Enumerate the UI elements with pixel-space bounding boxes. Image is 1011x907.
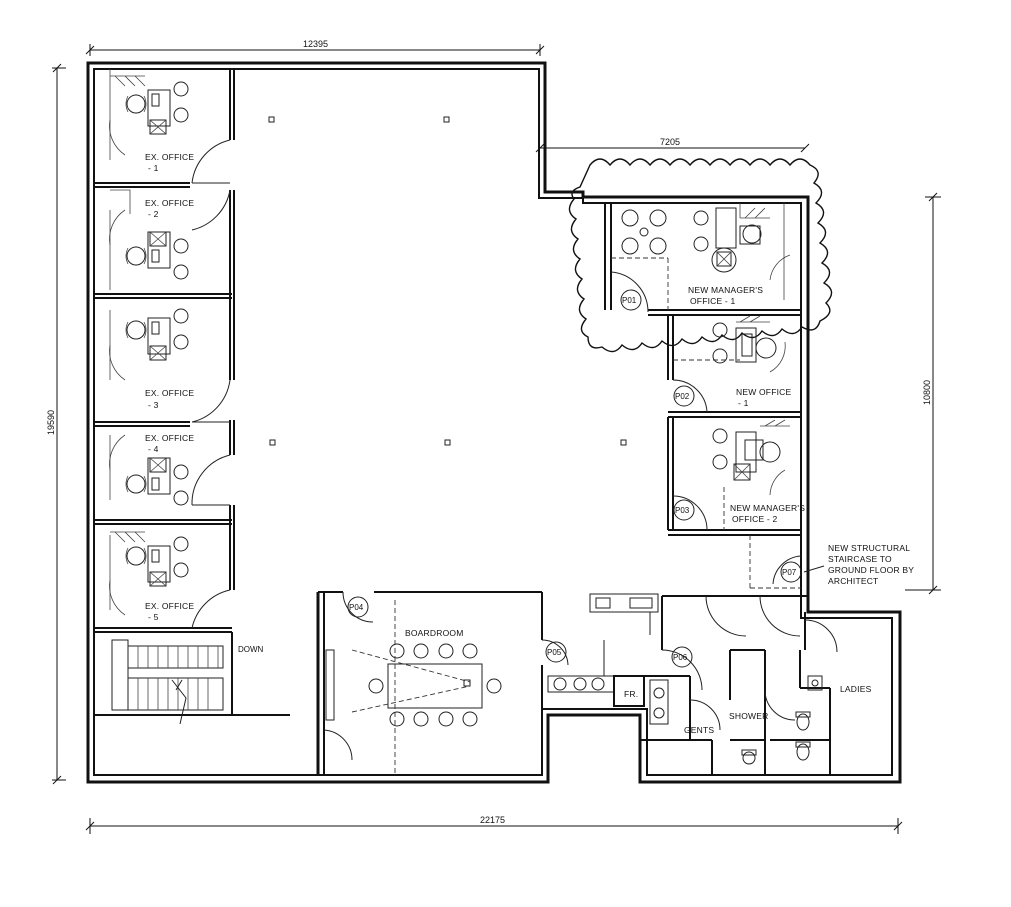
room-label-new-managers-office-2: NEW MANAGER'S OFFICE - 2 (730, 503, 805, 524)
dimension-top: 12395 (85, 39, 545, 56)
svg-text:EX. OFFICE: EX. OFFICE (145, 198, 194, 208)
room-label-ex-office-2: EX. OFFICE - 2 (145, 198, 194, 219)
svg-text:EX. OFFICE: EX. OFFICE (145, 601, 194, 611)
room-label-ex-office-5: EX. OFFICE - 5 (145, 601, 194, 622)
svg-text:P07: P07 (782, 568, 797, 577)
room-label-shower: SHOWER (729, 711, 768, 721)
toilets (640, 595, 838, 775)
door-tag-p02: P02 (673, 385, 695, 407)
ex-offices (94, 69, 235, 633)
dimension-top-label: 12395 (303, 39, 328, 49)
dimension-bottom: 22175 (85, 815, 903, 834)
door-tag-p07: P07 (780, 561, 802, 583)
svg-text:- 3: - 3 (148, 400, 159, 410)
svg-text:P01: P01 (622, 296, 637, 305)
svg-text:- 5: - 5 (148, 612, 159, 622)
svg-text:- 2: - 2 (148, 209, 159, 219)
outer-walls (86, 61, 902, 784)
room-label-fr: FR. (624, 689, 638, 699)
dimension-right: 10800 (905, 192, 941, 595)
door-tag-p01: P01 (620, 289, 642, 311)
stair-label-down: DOWN (238, 645, 264, 654)
room-label-ex-office-1: EX. OFFICE - 1 (145, 152, 194, 173)
room-label-new-managers-office-1: NEW MANAGER'S OFFICE - 1 (688, 285, 763, 306)
new-offices (604, 203, 802, 589)
structural-columns (268, 116, 627, 446)
svg-text:EX. OFFICE: EX. OFFICE (145, 152, 194, 162)
room-label-ladies: LADIES (840, 684, 872, 694)
svg-text:OFFICE - 1: OFFICE - 1 (690, 296, 736, 306)
room-label-ex-office-3: EX. OFFICE - 3 (145, 388, 194, 410)
door-tag-p05: P05 (545, 641, 567, 663)
dimension-right-label: 10800 (922, 380, 932, 405)
svg-text:OFFICE - 2: OFFICE - 2 (732, 514, 778, 524)
door-tag-p03: P03 (673, 499, 695, 521)
dimension-top-right: 7205 (535, 137, 810, 153)
svg-text:P02: P02 (675, 392, 690, 401)
room-label-ex-office-4: EX. OFFICE - 4 (145, 433, 194, 454)
svg-text:P03: P03 (675, 506, 690, 515)
svg-text:- 1: - 1 (148, 163, 159, 173)
svg-text:- 1: - 1 (738, 398, 749, 408)
dimension-top-right-label: 7205 (660, 137, 680, 147)
boardroom (316, 591, 569, 775)
room-label-boardroom: BOARDROOM (405, 628, 463, 638)
door-tag-p04: P04 (347, 596, 369, 618)
staircase-note: NEW STRUCTURAL STAIRCASE TO GROUND FLOOR… (803, 543, 914, 586)
svg-text:NEW MANAGER'S: NEW MANAGER'S (730, 503, 805, 513)
room-label-new-office-1: NEW OFFICE - 1 (736, 387, 791, 408)
ex-office-furniture (125, 81, 189, 587)
svg-text:GROUND FLOOR BY: GROUND FLOOR BY (828, 565, 914, 575)
svg-text:P05: P05 (547, 648, 562, 657)
svg-text:P04: P04 (349, 603, 364, 612)
svg-text:ARCHITECT: ARCHITECT (828, 576, 878, 586)
svg-text:NEW OFFICE: NEW OFFICE (736, 387, 791, 397)
dimension-bottom-label: 22175 (480, 815, 505, 825)
svg-text:P06: P06 (673, 653, 688, 662)
room-label-gents: GENTS (684, 725, 714, 735)
door-tag-p06: P06 (671, 646, 693, 668)
svg-text:EX. OFFICE: EX. OFFICE (145, 433, 194, 443)
svg-text:STAIRCASE TO: STAIRCASE TO (828, 554, 892, 564)
stair (94, 632, 290, 725)
svg-text:NEW MANAGER'S: NEW MANAGER'S (688, 285, 763, 295)
dimension-left: 19590 (46, 63, 66, 785)
svg-text:- 4: - 4 (148, 444, 159, 454)
svg-text:EX. OFFICE: EX. OFFICE (145, 388, 194, 398)
dimension-left-label: 19590 (46, 410, 56, 435)
kitchenette (547, 593, 659, 707)
revision-cloud (568, 158, 833, 353)
svg-text:NEW STRUCTURAL: NEW STRUCTURAL (828, 543, 910, 553)
